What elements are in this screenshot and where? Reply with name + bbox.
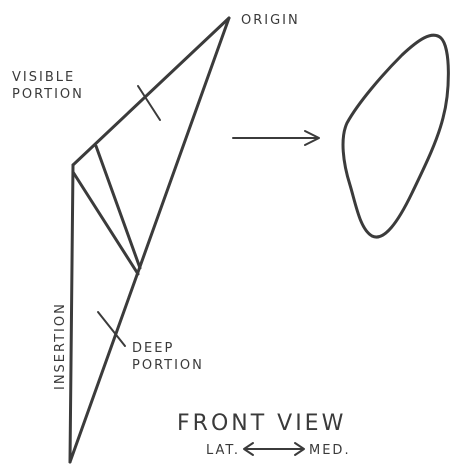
- medial-label: MED.: [309, 443, 351, 458]
- visible-portion-leader: [138, 86, 160, 120]
- deep-portion-line-2: [73, 172, 138, 274]
- view-title: FRONT VIEW: [177, 411, 346, 436]
- visible-portion-label-line1: VISIBLE: [12, 70, 75, 85]
- insertion-line: [70, 165, 73, 462]
- origin-label: ORIGIN: [241, 13, 300, 28]
- lateral-label: LAT.: [206, 443, 240, 458]
- deep-portion-lines: [73, 146, 140, 274]
- lateral-medial-arrow: [244, 443, 304, 455]
- origin-to-insertion-top-line: [73, 18, 229, 165]
- origin-to-insertion-bottom-line: [70, 18, 229, 462]
- cross-section-shape: [343, 35, 448, 237]
- insertion-label: INSERTION: [53, 302, 68, 390]
- muscle-outline: [70, 18, 229, 462]
- right-arrow: [233, 131, 319, 145]
- deep-portion-line-1: [96, 146, 140, 268]
- deep-portion-label-line2: PORTION: [132, 358, 204, 373]
- deep-portion-label-line1: DEEP: [132, 341, 174, 356]
- visible-portion-label-line2: PORTION: [12, 87, 84, 102]
